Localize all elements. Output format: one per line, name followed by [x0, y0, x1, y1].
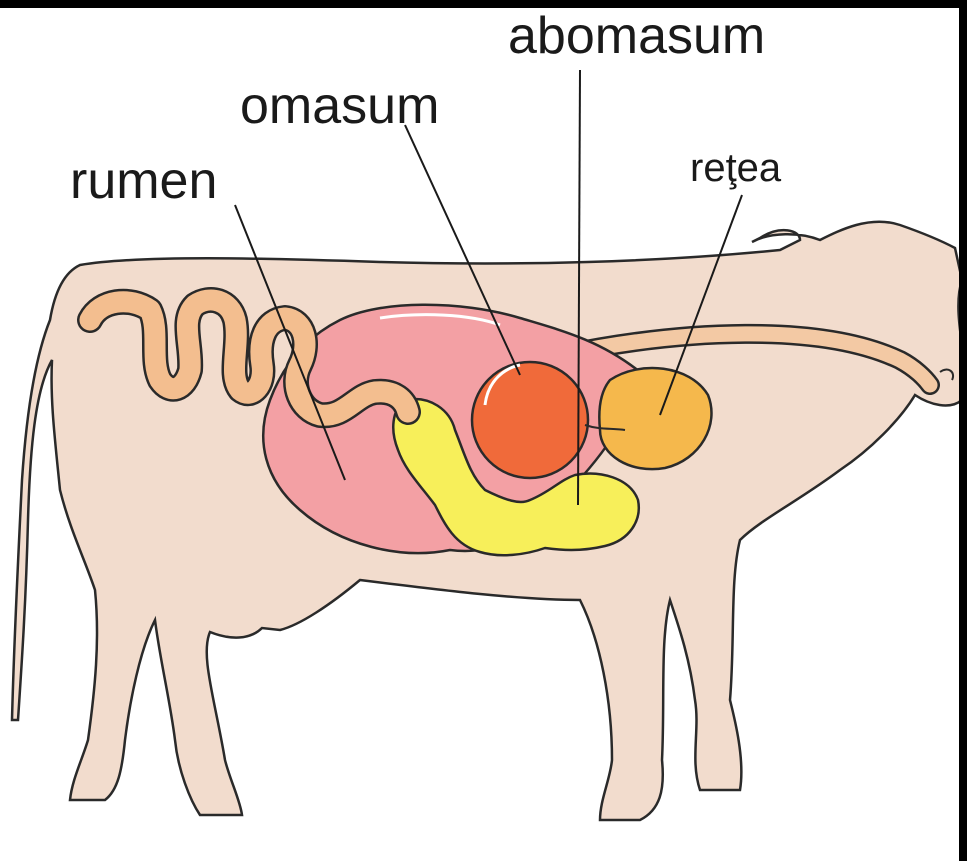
label-abomasum: abomasum — [508, 10, 765, 62]
label-rumen: rumen — [70, 155, 217, 207]
omasum-stomach — [472, 362, 588, 478]
label-omasum: omasum — [240, 80, 439, 132]
frame-right-border — [959, 0, 967, 861]
label-retea: reţea — [690, 148, 781, 188]
frame-top-border — [0, 0, 967, 8]
